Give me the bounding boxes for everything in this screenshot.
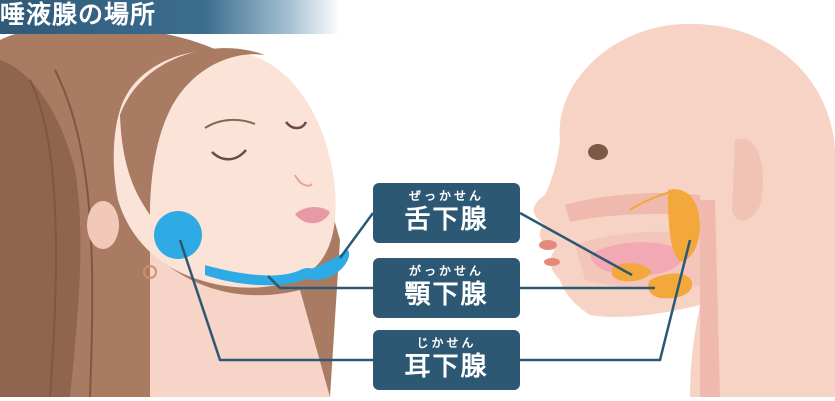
label-name-submandibular: 顎下腺 [404,280,489,310]
label-ruby-parotid: じかせん [416,336,477,350]
profile-lower-lip [544,258,560,266]
profile-eye [588,144,608,160]
woman-hair-side [0,60,81,397]
connector-submandibular-left [267,275,373,290]
connector-lines [178,211,692,362]
woman-earring [143,265,157,279]
profile-illustration [533,23,835,397]
sublingual-gland-highlight [300,250,350,281]
parotid-gland-highlight [154,211,202,259]
connector-sublingual-right [519,211,633,277]
label-ruby-submandibular: がっかせん [408,264,484,278]
label-name-parotid: 耳下腺 [404,352,489,382]
profile-upper-lip [539,240,557,250]
woman-hair-fringe [120,48,265,215]
woman-ear [87,201,119,249]
label-name-sublingual: 舌下腺 [404,205,489,235]
label-sublingual-gland: ぜっかせん 舌下腺 [373,183,520,243]
title-banner: 唾液腺の場所 [0,0,340,34]
connector-sublingual-left [338,212,375,259]
connector-parotid-right [520,239,692,362]
woman-illustration [0,25,350,398]
parotid-gland-profile [668,189,700,262]
connector-parotid-left [178,239,373,362]
woman-lips [295,206,330,224]
profile-throat [700,200,720,397]
label-submandibular-gland: がっかせん 顎下腺 [373,258,520,318]
woman-nose [294,174,313,187]
woman-brow-left [204,118,256,129]
submandibular-gland-highlight [205,265,315,286]
label-parotid-gland: じかせん 耳下腺 [373,330,520,390]
profile-tongue [590,242,682,276]
sublingual-gland-profile [612,263,652,282]
woman-eye-right [285,121,308,130]
profile-ear [732,138,763,221]
page-title: 唾液腺の場所 [0,0,157,29]
label-ruby-sublingual: ぜっかせん [408,189,484,203]
woman-eye-left [211,149,247,161]
